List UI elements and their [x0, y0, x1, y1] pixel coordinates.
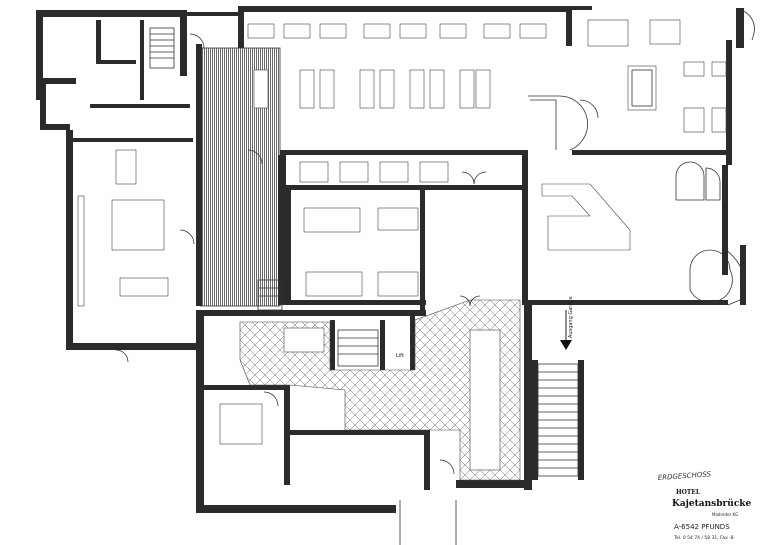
left-room-furniture — [77, 149, 169, 307]
breakfast-tables — [303, 207, 419, 297]
bar-area — [541, 9, 755, 306]
exterior-walls — [36, 6, 746, 513]
hotel-name: Kajetansbrücke — [672, 498, 752, 509]
hotel-phone: Tel. 0 54 74 / 58 31, Fax -8 — [673, 535, 734, 541]
restaurant-tables — [247, 23, 589, 183]
lower-rooms-furniture — [219, 327, 501, 471]
hotel-family: Madreiter KG — [712, 512, 738, 517]
stairs — [149, 27, 579, 545]
exit-arrow-icon — [560, 310, 572, 350]
hotel-stamp: HOTEL Kajetansbrücke Madreiter KG A-6542… — [672, 489, 752, 541]
hotel-address: A-6542 PFUNDS — [674, 523, 730, 531]
lift-label: Lift — [396, 353, 404, 359]
ausgang-label: Ausgang Garage — [568, 296, 574, 338]
doors — [115, 33, 599, 475]
floor-label: ERDGESCHOSS — [658, 470, 712, 482]
hotel-prefix: HOTEL — [676, 489, 701, 496]
